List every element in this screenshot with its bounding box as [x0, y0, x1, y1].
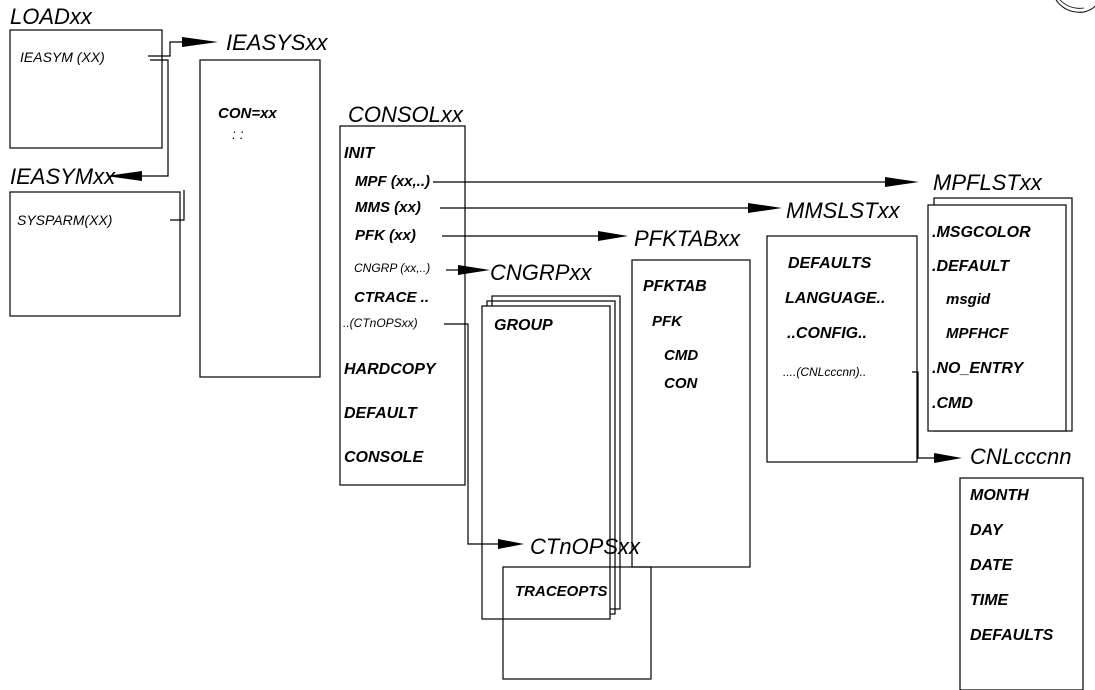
cnlcccnn-date: DATE	[970, 557, 1013, 574]
loadxx-box	[9, 29, 163, 149]
pfktabxx-box	[631, 259, 751, 568]
mpflstxx-msgcolor: .MSGCOLOR	[932, 224, 1031, 241]
cngrpxx-title: CNGRPxx	[490, 260, 592, 285]
consolxx-ctnops: ..(CTnOPSxx)	[343, 316, 418, 330]
pfktabxx-cmd: CMD	[664, 347, 699, 364]
logo-fragment-2	[1059, 0, 1085, 9]
ieasymxx-sysparm-line	[170, 190, 185, 221]
arrow-cnlcccnn	[934, 453, 962, 463]
ctnopsxx-traceopts: TRACEOPTS	[515, 583, 608, 600]
cnlcccnn-month: MONTH	[970, 487, 1029, 504]
cngrpxx-box	[481, 305, 611, 620]
mpflstxx-msgid: msgid	[946, 291, 991, 308]
cnlcccnn-box	[959, 477, 1084, 690]
loadxx-to-ieasysxx-line	[148, 41, 182, 57]
cnlcccnn-title: CNLcccnn	[970, 444, 1072, 469]
loadxx-to-ieasymxx-line	[142, 59, 169, 177]
cnlcccnn-defaults: DEFAULTS	[970, 627, 1054, 644]
consolxx-cngrp: CNGRP (xx,..)	[354, 261, 431, 275]
pfktabxx-pfktab: PFKTAB	[643, 278, 707, 295]
ieasysxx-continuation: : :	[232, 126, 244, 142]
consolxx-init: INIT	[344, 145, 375, 162]
arrow-pfktabxx	[598, 231, 628, 241]
ctnopsxx-box	[502, 566, 652, 680]
consolxx-mpf: MPF (xx,..)	[355, 173, 431, 190]
mmslstxx-language: LANGUAGE..	[785, 290, 886, 307]
ieasymxx-sysparm-entry: SYSPARM(XX)	[17, 212, 113, 228]
mmslstxx-config: ..CONFIG..	[787, 325, 867, 342]
mpflstxx-no-entry: .NO_ENTRY	[932, 360, 1024, 377]
cnl-to-cnlcccnn-line	[912, 371, 934, 459]
mpflstxx-mpfhcf: MPFHCF	[946, 325, 1009, 342]
consolxx-box	[339, 125, 466, 486]
consolxx-default: DEFAULT	[344, 405, 417, 422]
ieasysxx-con-entry: CON=xx	[218, 105, 277, 122]
arrow-mpflstxx	[885, 177, 919, 187]
mmslstxx-defaults: DEFAULTS	[788, 255, 872, 272]
arrow-ieasymxx	[106, 171, 142, 181]
pfktabxx-con: CON	[664, 375, 698, 392]
ieasysxx-title: IEASYSxx	[226, 30, 328, 55]
cnlcccnn-day: DAY	[970, 522, 1003, 539]
cnlcccnn-time: TIME	[970, 592, 1009, 609]
mpflstxx-box	[927, 204, 1067, 432]
ieasysxx-box	[199, 59, 321, 378]
cngrpxx-group: GROUP	[494, 317, 553, 334]
mmslstxx-box	[766, 235, 918, 463]
loadxx-title: LOADxx	[10, 4, 92, 29]
arrow-ieasysxx	[182, 37, 218, 47]
arrow-ctnopsxx	[498, 539, 524, 549]
mmslstxx-title: MMSLSTxx	[786, 198, 900, 223]
logo-fragment	[1055, 0, 1095, 13]
mpflstxx-default: .DEFAULT	[932, 258, 1010, 275]
loadxx-ieasym-entry: IEASYM (XX)	[20, 49, 105, 65]
mmslstxx-cnl: ....(CNLcccnn)..	[783, 365, 867, 379]
pfktabxx-pfk: PFK	[652, 313, 682, 330]
consolxx-mms: MMS (xx)	[355, 199, 421, 216]
arrow-mmslstxx	[748, 203, 782, 213]
mpflstxx-title: MPFLSTxx	[933, 170, 1042, 195]
consolxx-pfk: PFK (xx)	[355, 227, 416, 244]
consolxx-ctrace: CTRACE ..	[354, 289, 429, 306]
mpflstxx-cmd: .CMD	[932, 395, 973, 412]
ieasymxx-box	[9, 191, 181, 317]
ctnops-to-ctnopsxx-line	[444, 323, 498, 545]
pfktabxx-title: PFKTABxx	[634, 226, 740, 251]
consolxx-console: CONSOLE	[344, 449, 424, 466]
ieasymxx-title: IEASYMxx	[10, 164, 116, 189]
ctnopsxx-title: CTnOPSxx	[530, 534, 641, 559]
consolxx-hardcopy: HARDCOPY	[344, 361, 436, 378]
consolxx-title: CONSOLxx	[348, 102, 463, 127]
arrow-cngrpxx	[458, 265, 490, 275]
